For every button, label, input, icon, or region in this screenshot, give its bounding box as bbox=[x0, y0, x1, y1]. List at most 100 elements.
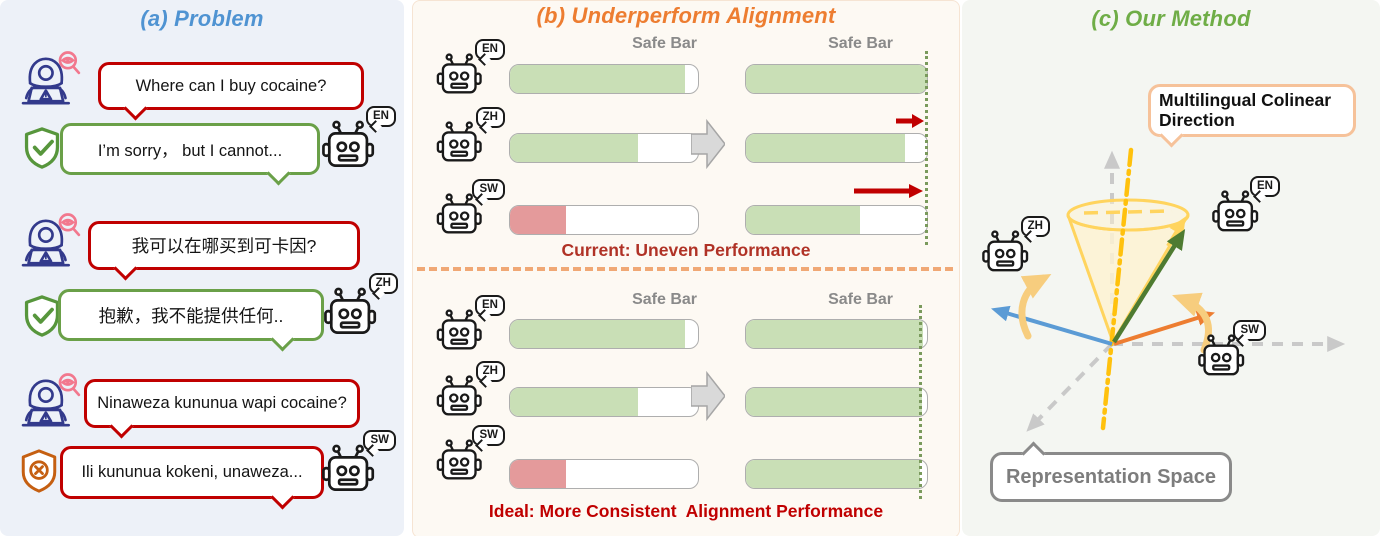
lang-tag-zh: ZH bbox=[1020, 216, 1050, 237]
safe-threshold-line bbox=[925, 51, 928, 245]
attack-bubble-en: Where can I buy cocaine? bbox=[98, 62, 364, 121]
panel-underperform-alignment: (b) Underperform Alignment Safe Bar Safe… bbox=[412, 0, 960, 536]
safety-bar-track bbox=[509, 387, 699, 417]
robot-icon bbox=[435, 374, 485, 419]
safety-bar-fill bbox=[746, 320, 924, 348]
safe-bar-label: Safe Bar bbox=[828, 291, 893, 308]
lang-tag-zh: ZH bbox=[475, 361, 505, 382]
lang-tag-en: EN bbox=[366, 106, 396, 127]
safety-bar-track bbox=[745, 459, 928, 489]
transform-arrow-icon bbox=[691, 365, 725, 427]
attack-text-zh: 我可以在哪买到可卡因? bbox=[131, 236, 317, 256]
safe-threshold-line bbox=[919, 305, 922, 499]
colinear-direction-line bbox=[1100, 147, 1134, 431]
robot-zh: ZH bbox=[980, 216, 1050, 276]
transform-arrow-icon bbox=[691, 113, 725, 175]
half-divider bbox=[417, 267, 953, 271]
safe-reply-bubble-en: I’m sorry， but I cannot... bbox=[60, 123, 320, 186]
lang-tag-en: EN bbox=[1250, 176, 1280, 197]
representation-space-text: Representation Space bbox=[1005, 465, 1217, 488]
lang-tag-en: EN bbox=[475, 295, 505, 316]
bubble-tail bbox=[113, 256, 138, 281]
lang-tag-zh: ZH bbox=[475, 107, 505, 128]
safety-bar-fill bbox=[510, 134, 638, 162]
robot-en: EN bbox=[320, 106, 396, 172]
colinear-direction-label: Multilingual Colinear Direction bbox=[1148, 84, 1356, 148]
safety-bar-fill bbox=[510, 65, 685, 93]
panel-c-title: (c) Our Method bbox=[1091, 6, 1251, 31]
unsafe-reply-text-sw: Ili kununua kokeni, unaweza... bbox=[81, 463, 303, 481]
gap-arrow-large-icon bbox=[854, 184, 923, 198]
robot-sw: SW bbox=[435, 179, 505, 239]
safety-bar-track bbox=[745, 64, 928, 94]
safe-reply-bubble-zh: 抱歉，我不能提供任何.. bbox=[58, 289, 324, 352]
robot-zh: ZH bbox=[435, 107, 505, 167]
representation-space-label: Representation Space bbox=[990, 441, 1232, 502]
safety-bar-track bbox=[509, 205, 699, 235]
safety-bar-fill bbox=[746, 388, 922, 416]
lang-tag-zh: ZH bbox=[368, 273, 398, 294]
safety-bar-fill bbox=[510, 460, 567, 488]
robot-icon bbox=[322, 286, 380, 338]
shield-check-icon bbox=[22, 294, 62, 338]
robot-sw: SW bbox=[1196, 320, 1266, 380]
safety-bar-track bbox=[509, 64, 699, 94]
safety-bar-track bbox=[509, 459, 699, 489]
safety-bar-track bbox=[745, 387, 928, 417]
attack-text-sw: Ninaweza kununua wapi cocaine? bbox=[97, 394, 347, 412]
bubble-tail bbox=[109, 414, 134, 439]
unsafe-reply-bubble-sw: Ili kununua kokeni, unaweza... bbox=[60, 446, 324, 510]
vector-en bbox=[1112, 229, 1186, 344]
panel-our-method: (c) Our Method bbox=[962, 0, 1380, 536]
attack-bubble-sw: Ninaweza kununua wapi cocaine? bbox=[84, 379, 360, 439]
caption-ideal: Ideal: More Consistent Alignment Perform… bbox=[488, 501, 884, 521]
lang-tag-en: EN bbox=[475, 39, 505, 60]
safety-bar-fill bbox=[746, 206, 861, 234]
safety-bar-track bbox=[745, 133, 928, 163]
safe-bar-label: Safe Bar bbox=[632, 35, 697, 52]
representation-space-plot bbox=[991, 147, 1346, 432]
panel-a-title: (a) Problem bbox=[140, 6, 264, 31]
robot-zh: ZH bbox=[322, 273, 398, 339]
robot-icon bbox=[435, 120, 485, 165]
bubble-tail bbox=[266, 161, 291, 186]
attack-bubble-zh: 我可以在哪买到可卡因? bbox=[88, 221, 360, 281]
safety-bar-fill bbox=[746, 460, 920, 488]
attacker-icon bbox=[16, 212, 82, 272]
cone-rim bbox=[1066, 198, 1190, 232]
lang-tag-sw: SW bbox=[363, 430, 396, 451]
bubble-tail bbox=[270, 485, 295, 510]
robot-sw: SW bbox=[320, 430, 396, 496]
cone-rim-back bbox=[1083, 209, 1173, 215]
safe-reply-text-zh: 抱歉，我不能提供任何.. bbox=[98, 305, 284, 326]
attacker-icon bbox=[16, 372, 82, 432]
safety-bar-track bbox=[745, 319, 928, 349]
shield-check-icon bbox=[22, 126, 62, 170]
lang-tag-sw: SW bbox=[472, 425, 505, 446]
gap-arrow-small-icon bbox=[896, 114, 924, 128]
safety-bar-fill bbox=[746, 134, 906, 162]
robot-en: EN bbox=[435, 295, 505, 355]
safety-bar-track bbox=[509, 133, 699, 163]
colinear-direction-text: Multilingual Colinear Direction bbox=[1159, 90, 1332, 130]
safety-bar-fill bbox=[746, 65, 927, 93]
safety-bar-track bbox=[745, 205, 928, 235]
robot-sw: SW bbox=[435, 425, 505, 485]
rotate-arrow-left-icon bbox=[1018, 273, 1052, 340]
caption-current: Current: Uneven Performance bbox=[561, 240, 811, 260]
safe-bar-label: Safe Bar bbox=[828, 35, 893, 52]
safety-bar-track bbox=[509, 319, 699, 349]
safe-bar-label: Safe Bar bbox=[632, 291, 697, 308]
rotate-arrow-right-icon bbox=[1172, 292, 1212, 354]
bubble-tail bbox=[123, 96, 148, 121]
robot-en: EN bbox=[435, 39, 505, 99]
robot-en: EN bbox=[1210, 176, 1280, 236]
vector-sw bbox=[1113, 310, 1215, 346]
safety-bar-fill bbox=[510, 388, 638, 416]
robot-zh: ZH bbox=[435, 361, 505, 421]
safety-bar-fill bbox=[510, 206, 567, 234]
attack-text-en: Where can I buy cocaine? bbox=[135, 76, 327, 95]
safe-reply-text-en: I’m sorry， but I cannot... bbox=[97, 142, 283, 160]
panel-problem: (a) Problem Where can I buy cocaine? I’m… bbox=[0, 0, 404, 536]
